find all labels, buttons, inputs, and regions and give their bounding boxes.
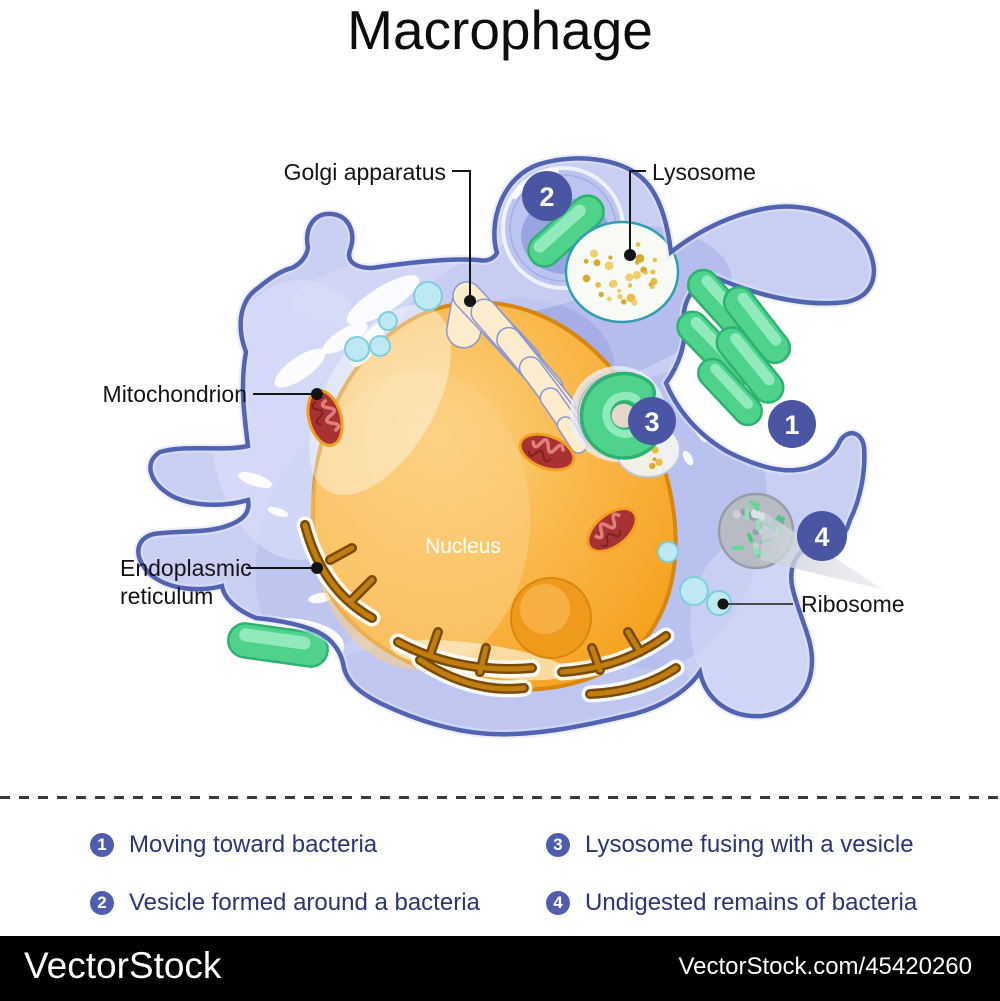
legend-text-2: Vesicle formed around a bacteria bbox=[129, 889, 480, 916]
vectorstock-logo: VectorStock bbox=[24, 945, 222, 986]
cytoplasm: Nucleus bbox=[210, 166, 830, 735]
label-mitochondrion: Mitochondrion bbox=[103, 381, 323, 407]
mitochondrion-label: Mitochondrion bbox=[103, 381, 247, 407]
bacterium-engulfed-bottom bbox=[220, 618, 344, 674]
ribosome-label: Ribosome bbox=[801, 591, 905, 617]
legend-text-1: Moving toward bacteria bbox=[129, 831, 378, 858]
legend-badge-2: 2 bbox=[90, 891, 114, 915]
c-shaped-bacterium bbox=[579, 371, 659, 460]
marker-1: 1 bbox=[768, 400, 816, 448]
marker-3: 3 bbox=[628, 397, 676, 445]
legend-text-3: Lysosome fusing with a vesicle bbox=[585, 831, 914, 858]
label-er: Endoplasmic reticulum bbox=[120, 555, 323, 609]
label-lysosome: Lysosome bbox=[624, 159, 756, 261]
lysosome bbox=[564, 220, 680, 324]
legend-item-4: 4 Undigested remains of bacteria bbox=[546, 889, 917, 917]
page-title: Macrophage bbox=[347, 0, 653, 61]
marker-4: 4 bbox=[797, 511, 847, 561]
vectorstock-url: VectorStock.com/45420260 bbox=[678, 953, 972, 980]
lysosome-fusing-vesicle bbox=[570, 366, 681, 478]
legend-text-4: Undigested remains of bacteria bbox=[585, 889, 918, 916]
endoplasmic-reticulum bbox=[296, 516, 685, 703]
legend-badge-3: 3 bbox=[546, 833, 570, 857]
er-label-line2: reticulum bbox=[120, 583, 213, 609]
lysosome-label: Lysosome bbox=[652, 159, 756, 185]
transport-vesicles bbox=[344, 281, 679, 563]
svg-text:2: 2 bbox=[539, 182, 554, 212]
mitochondrion-1 bbox=[306, 389, 344, 447]
svg-text:1: 1 bbox=[784, 410, 799, 440]
macrophage-diagram: Nucleus bbox=[103, 153, 905, 739]
cell-membrane bbox=[136, 156, 876, 737]
nucleus-label: Nucleus bbox=[425, 535, 501, 558]
dashed-divider bbox=[0, 796, 1000, 799]
svg-text:4: 4 bbox=[814, 522, 829, 552]
golgi-label: Golgi apparatus bbox=[284, 159, 446, 185]
label-ribosome: Ribosome bbox=[717, 591, 905, 617]
legend-item-3: 3 Lysosome fusing with a vesicle bbox=[546, 831, 914, 859]
svg-text:3: 3 bbox=[644, 407, 659, 437]
legend-badge-4: 4 bbox=[546, 891, 570, 915]
legend-badge-1: 1 bbox=[90, 833, 114, 857]
label-golgi: Golgi apparatus bbox=[284, 159, 476, 307]
bacteria-cluster bbox=[676, 268, 792, 427]
marker-2: 2 bbox=[522, 171, 572, 221]
er-label-line1: Endoplasmic bbox=[120, 555, 252, 581]
legend-item-2: 2 Vesicle formed around a bacteria bbox=[90, 889, 480, 917]
mitochondrion-3 bbox=[586, 507, 638, 553]
legend-item-1: 1 Moving toward bacteria bbox=[90, 831, 377, 859]
mitochondrion-2 bbox=[518, 432, 576, 472]
watermark-bar: VectorStock VectorStock.com/45420260 bbox=[0, 936, 1000, 1001]
